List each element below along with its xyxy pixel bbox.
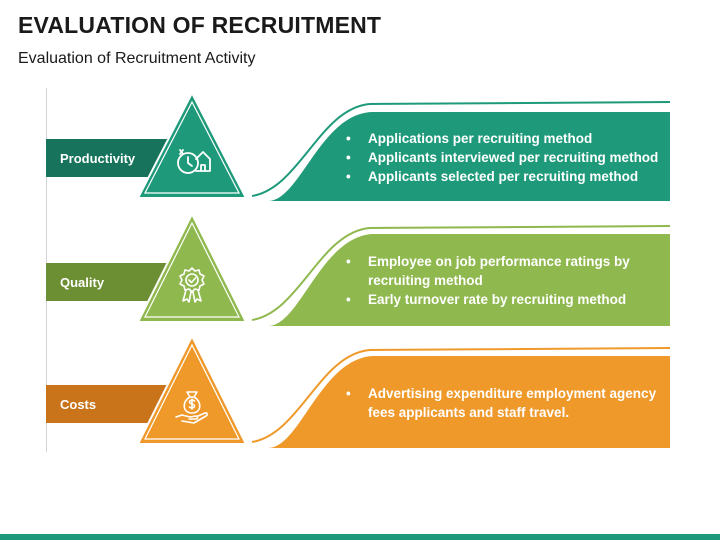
bullet-item: Applicants selected per recruiting metho… <box>345 167 675 186</box>
bullet-list-productivity: Applications per recruiting method Appli… <box>345 129 675 186</box>
money-bag-hand-icon <box>172 387 212 427</box>
bullet-item: Employee on job performance ratings by r… <box>345 252 675 290</box>
bullet-item: Early turnover rate by recruiting method <box>345 290 675 309</box>
row-costs: Costs Advertising expenditure employment… <box>0 332 720 462</box>
row-quality: Quality Employee on job performance rati… <box>0 210 720 340</box>
triangle <box>136 333 248 445</box>
bullet-item: Advertising expenditure employment agenc… <box>345 384 675 422</box>
label-productivity: Productivity <box>60 150 136 166</box>
row-productivity: Productivity Applications per recruiting… <box>0 88 720 218</box>
bullet-list-costs: Advertising expenditure employment agenc… <box>345 384 675 422</box>
bullet-item: Applications per recruiting method <box>345 129 675 148</box>
connector-line <box>251 101 671 197</box>
bullet-item: Applicants interviewed per recruiting me… <box>345 148 675 167</box>
productivity-clock-house-icon <box>172 141 212 181</box>
label-quality: Quality <box>60 274 105 290</box>
triangle-inner-outline <box>144 100 240 194</box>
page-title: EVALUATION OF RECRUITMENT <box>18 12 382 38</box>
page-subtitle: Evaluation of Recruitment Activity <box>18 50 256 67</box>
bullet-list-quality: Employee on job performance ratings by r… <box>345 252 675 309</box>
triangle-inner-outline <box>144 343 240 440</box>
connector-line <box>251 225 671 321</box>
label-costs: Costs <box>60 396 97 412</box>
triangle-inner-outline <box>144 221 240 318</box>
footer-accent-bar <box>0 534 720 540</box>
quality-badge-icon <box>172 265 212 305</box>
connector-line <box>251 347 671 443</box>
triangle <box>136 90 248 199</box>
